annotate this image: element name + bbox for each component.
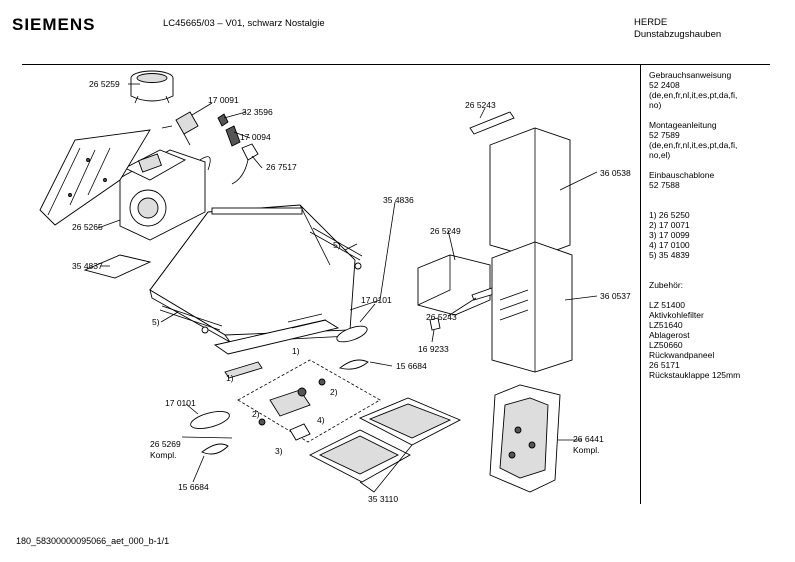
part-label: 32 3596 [242, 107, 273, 117]
part-label: 35 4837 [72, 261, 103, 271]
sidebar-divider [640, 64, 641, 504]
sidebar-line [649, 290, 740, 300]
sidebar-line: 52 7589 [649, 130, 680, 140]
chimney-bracket-drawing [417, 254, 495, 331]
sidebar-line [649, 200, 740, 210]
part-label: 35 4836 [383, 195, 414, 205]
sidebar-line: LZ 51400 [649, 300, 685, 310]
carbon-filters-drawing [309, 397, 462, 483]
part-label: 17 0101 [361, 295, 392, 305]
part-label: 1) [226, 373, 234, 383]
part-label: 5) [333, 240, 341, 250]
subcategory-label: Dunstabzugshauben [634, 29, 722, 40]
part-label: 4) [317, 415, 325, 425]
sidebar-line: 52 7588 [649, 180, 680, 190]
lower-chimney-drawing [491, 241, 573, 373]
part-label: 26 5265 [72, 222, 103, 232]
blower-housing-drawing [119, 149, 206, 241]
grease-filters-drawing [213, 313, 340, 379]
sidebar-line [649, 270, 740, 280]
sidebar-line: no) [649, 100, 662, 110]
part-label: 15 6684 [178, 482, 209, 492]
small-parts-drawing [161, 111, 259, 185]
part-label: Kompl. [150, 450, 177, 460]
category-label: HERDE [634, 17, 668, 28]
part-label: 26 6441 [573, 434, 604, 444]
sidebar-line: 52 2408 [649, 80, 680, 90]
lamp-parts-drawing [190, 325, 369, 455]
part-label: 17 0091 [208, 95, 239, 105]
sidebar-line: Gebrauchsanweisung [649, 70, 732, 80]
sidebar-line: Rückstauklappe 125mm [649, 370, 741, 380]
sidebar-line [649, 190, 740, 200]
sidebar-line: 4) 17 0100 [649, 240, 690, 250]
sidebar-line: Montageanleitung [649, 120, 717, 130]
switch-module-drawing [237, 359, 381, 443]
part-label: 15 6684 [396, 361, 427, 371]
sidebar-line: LZ51640 [649, 320, 683, 330]
part-label: 26 5249 [430, 226, 461, 236]
sidebar-line: 1) 26 5250 [649, 210, 690, 220]
sidebar-line: 2) 17 0071 [649, 220, 690, 230]
sidebar-line: Aktivkohlefilter [649, 310, 704, 320]
part-label: 2) [252, 409, 260, 419]
sidebar-line: (de,en,fr,nl,it,es,pt,da,fi, [649, 90, 738, 100]
sidebar-line [649, 110, 740, 120]
model-title: LC45665/03 – V01, schwarz Nostalgie [163, 18, 325, 29]
rails-drawing [83, 227, 363, 334]
adapter-ring-drawing [130, 70, 174, 104]
sidebar-line: Ablagerost [649, 330, 690, 340]
sidebar-line: 26 5171 [649, 360, 680, 370]
rear-bracket-drawing [39, 129, 151, 226]
sidebar-line [649, 160, 740, 170]
back-panel-drawing [489, 384, 561, 493]
sidebar-line: 3) 17 0099 [649, 230, 690, 240]
part-label: 26 5259 [89, 79, 120, 89]
document-footer-code: 180_58300000095066_aet_000_b-1/1 [16, 536, 170, 546]
part-label: Kompl. [573, 445, 600, 455]
hood-body-drawing [149, 204, 356, 343]
leader-lines [97, 83, 598, 493]
header-rule [22, 64, 770, 65]
part-label: 2) [330, 387, 338, 397]
part-label: 36 0537 [600, 291, 631, 301]
exploded-parts-drawing [39, 70, 598, 493]
part-label: 3) [275, 446, 283, 456]
sidebar-line: no,el) [649, 150, 671, 160]
sidebar-line: (de,en,fr,nl,it,es,pt,da,fi, [649, 140, 738, 150]
sidebar-parts-list: Gebrauchsanweisung 52 2408 (de,en,fr,nl,… [649, 70, 740, 380]
sidebar-line: 5) 35 4839 [649, 250, 690, 260]
part-label: 1) [292, 346, 300, 356]
sidebar-line: Einbauschablone [649, 170, 715, 180]
sidebar-line: LZ50660 [649, 340, 683, 350]
part-label: 26 5243 [426, 312, 457, 322]
part-label: 26 5269 [150, 439, 181, 449]
sidebar-line [649, 260, 740, 270]
part-label: 17 0094 [240, 132, 271, 142]
part-label: 5) [152, 317, 160, 327]
sidebar-line: Rückwandpaneel [649, 350, 715, 360]
part-label: 26 5243 [465, 100, 496, 110]
part-label: 16 9233 [418, 344, 449, 354]
brand-logo: SIEMENS [12, 15, 96, 34]
part-label: 26 7517 [266, 162, 297, 172]
part-label: 17 0101 [165, 398, 196, 408]
upper-chimney-drawing [469, 111, 571, 259]
sidebar-line: Zubehör: [649, 280, 684, 290]
part-label: 36 0538 [600, 168, 631, 178]
part-label: 35 3110 [368, 494, 399, 504]
